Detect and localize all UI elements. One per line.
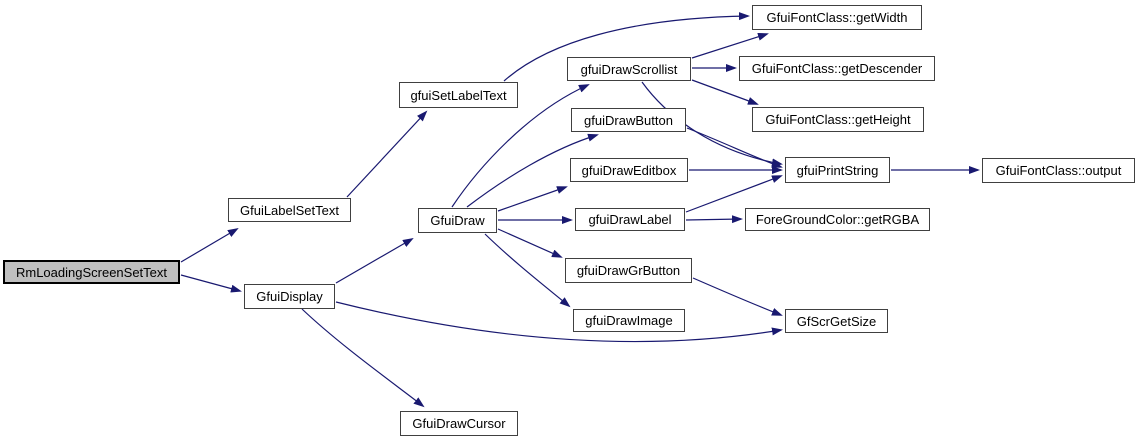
node-getrgba[interactable]: ForeGroundColor::getRGBA xyxy=(745,208,930,231)
node-scrollist[interactable]: gfuiDrawScrollist xyxy=(567,57,691,81)
node-grbutton[interactable]: gfuiDrawGrButton xyxy=(565,258,692,283)
node-label[interactable]: gfuiDrawLabel xyxy=(575,208,685,231)
edge-scrollist-to-getwidth xyxy=(691,32,769,59)
edge-label-to-printstring xyxy=(685,175,783,213)
node-image[interactable]: gfuiDrawImage xyxy=(573,309,685,332)
edge-draw-to-image xyxy=(484,233,571,308)
node-button[interactable]: gfuiDrawButton xyxy=(571,108,686,132)
node-setlabeltext[interactable]: gfuiSetLabelText xyxy=(399,82,518,108)
node-printstring[interactable]: gfuiPrintString xyxy=(785,157,890,183)
node-getsize[interactable]: GfScrGetSize xyxy=(785,309,888,333)
node-getwidth[interactable]: GfuiFontClass::getWidth xyxy=(752,5,922,30)
edge-display-to-getsize xyxy=(335,301,783,343)
edge-root-to-display xyxy=(180,274,242,293)
node-labelsettext[interactable]: GfuiLabelSetText xyxy=(228,198,351,222)
node-draw[interactable]: GfuiDraw xyxy=(418,208,497,233)
node-getheight[interactable]: GfuiFontClass::getHeight xyxy=(752,107,924,132)
edge-draw-to-button xyxy=(466,133,599,208)
edge-root-to-labelsettext xyxy=(180,227,239,263)
node-getdescender[interactable]: GfuiFontClass::getDescender xyxy=(739,56,935,81)
edge-grbutton-to-getsize xyxy=(692,277,783,316)
edge-display-to-draw xyxy=(335,237,414,284)
edge-scrollist-to-getheight xyxy=(691,79,759,105)
edge-draw-to-grbutton xyxy=(497,228,563,258)
edge-labelsettext-to-setlabeltext xyxy=(346,110,428,198)
node-editbox[interactable]: gfuiDrawEditbox xyxy=(570,158,688,182)
edge-button-to-printstring xyxy=(686,127,783,168)
edge-draw-to-scrollist xyxy=(451,84,590,208)
edge-draw-to-editbox xyxy=(497,186,568,212)
node-root[interactable]: RmLoadingScreenSetText xyxy=(3,260,180,284)
node-cursor[interactable]: GfuiDrawCursor xyxy=(400,411,518,436)
edge-display-to-cursor xyxy=(301,308,425,408)
node-output[interactable]: GfuiFontClass::output xyxy=(982,158,1135,183)
edge-setlabeltext-to-getwidth xyxy=(503,12,750,82)
edge-label-to-getrgba xyxy=(685,215,743,224)
node-display[interactable]: GfuiDisplay xyxy=(244,284,335,309)
